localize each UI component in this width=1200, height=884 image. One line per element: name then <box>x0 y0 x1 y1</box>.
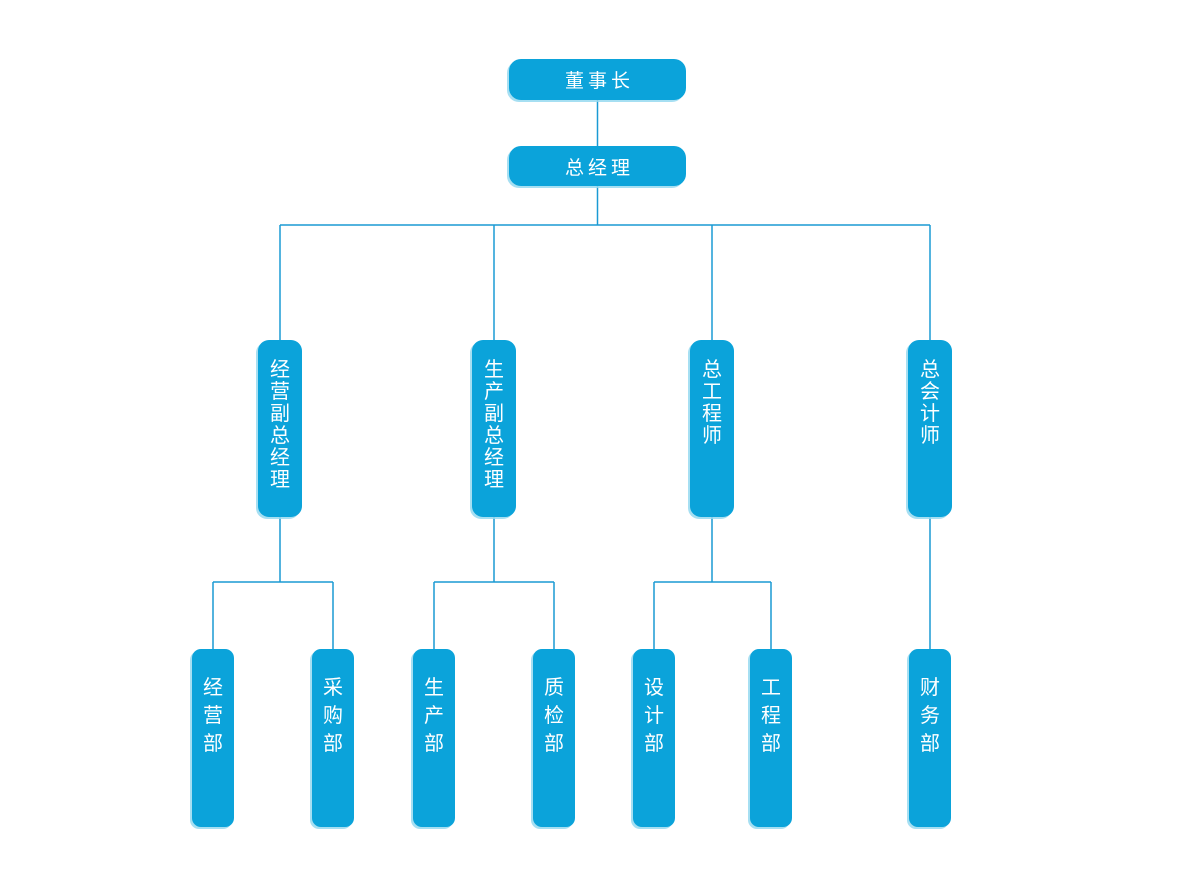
connector-branch2-split <box>433 517 555 649</box>
node-vp-production: 生产副总经理 <box>472 340 516 517</box>
node-dept-production-label: 生产部 <box>424 677 444 755</box>
node-vp-production-label: 生产副总经理 <box>484 359 504 491</box>
node-chairman: 董事长 <box>509 59 686 100</box>
node-dept-quality: 质检部 <box>533 649 575 827</box>
node-chief-accountant: 总会计师 <box>908 340 952 517</box>
node-general-manager: 总经理 <box>509 146 686 186</box>
node-chief-accountant-label: 总会计师 <box>920 359 940 447</box>
node-vp-operations-label: 经营副总经理 <box>270 359 290 491</box>
node-chief-engineer-label: 总工程师 <box>702 359 722 447</box>
node-dept-operations: 经营部 <box>192 649 234 827</box>
node-vp-operations: 经营副总经理 <box>258 340 302 517</box>
connector-branch1-split <box>212 517 334 649</box>
connector-group <box>212 100 931 649</box>
node-dept-quality-label: 质检部 <box>544 677 564 755</box>
node-chairman-label: 董事长 <box>564 71 634 92</box>
node-dept-design-label: 设计部 <box>644 677 664 755</box>
node-dept-design: 设计部 <box>633 649 675 827</box>
node-dept-purchasing-label: 采购部 <box>323 677 343 755</box>
node-dept-operations-label: 经营部 <box>203 677 223 755</box>
connector-branch3-split <box>653 517 772 649</box>
node-dept-production: 生产部 <box>413 649 455 827</box>
node-chief-engineer: 总工程师 <box>690 340 734 517</box>
node-dept-finance-label: 财务部 <box>920 677 940 755</box>
node-dept-engineering-label: 工程部 <box>761 677 781 755</box>
node-general-manager-label: 总经理 <box>564 157 634 179</box>
node-dept-purchasing: 采购部 <box>312 649 354 827</box>
node-dept-engineering: 工程部 <box>750 649 792 827</box>
node-dept-finance: 财务部 <box>909 649 951 827</box>
